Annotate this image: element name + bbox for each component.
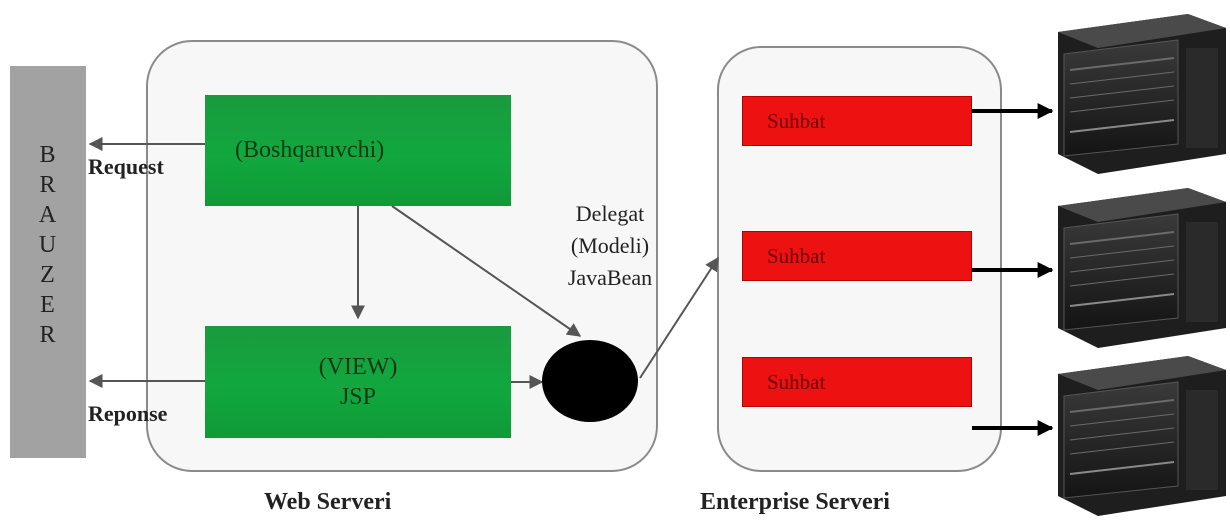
delegate-label-line1: Delegat <box>575 201 645 226</box>
browser-letter: E <box>40 292 56 318</box>
session-box: Suhbat <box>742 96 972 146</box>
session-box: Suhbat <box>742 231 972 281</box>
controller-to-delegate-arrow <box>391 205 582 337</box>
server-rack-icon <box>1058 14 1226 174</box>
session-label: Suhbat <box>767 243 826 268</box>
controller-label: (Boshqaruvchi) <box>235 137 385 163</box>
browser-letter: B <box>39 142 57 168</box>
enterprise-server-label: Enterprise Serveri <box>700 489 890 515</box>
request-label: Request <box>88 154 164 179</box>
browser-letter: U <box>38 232 58 258</box>
controller-box: (Boshqaruvchi) <box>205 95 511 206</box>
session-label: Suhbat <box>767 108 826 133</box>
browser-bar <box>10 66 86 458</box>
browser-letter: Z <box>40 262 56 288</box>
delegate-to-enterprise-arrow <box>639 256 719 379</box>
delegate-label-line3: JavaBean <box>567 265 653 290</box>
session-box: Suhbat <box>742 357 972 407</box>
browser-letter: A <box>38 202 58 228</box>
delegate-label: Delegat (Modeli) JavaBean <box>545 198 675 294</box>
delegate-label-line2: (Modeli) <box>570 233 650 258</box>
view-label-line1: (VIEW) <box>318 354 398 380</box>
delegate-circle <box>542 340 638 422</box>
browser-letter: R <box>39 322 57 348</box>
server-rack-icon <box>1058 188 1226 348</box>
view-label-line2: JSP <box>339 384 377 410</box>
web-server-label: Web Serveri <box>264 489 392 515</box>
browser-letter: R <box>39 172 57 198</box>
view-box: (VIEW) JSP <box>205 326 511 438</box>
response-label: Reponse <box>88 401 168 426</box>
server-rack-icon <box>1058 356 1226 516</box>
session-label: Suhbat <box>767 369 826 394</box>
browser-label: B R A U Z E R <box>10 140 86 350</box>
